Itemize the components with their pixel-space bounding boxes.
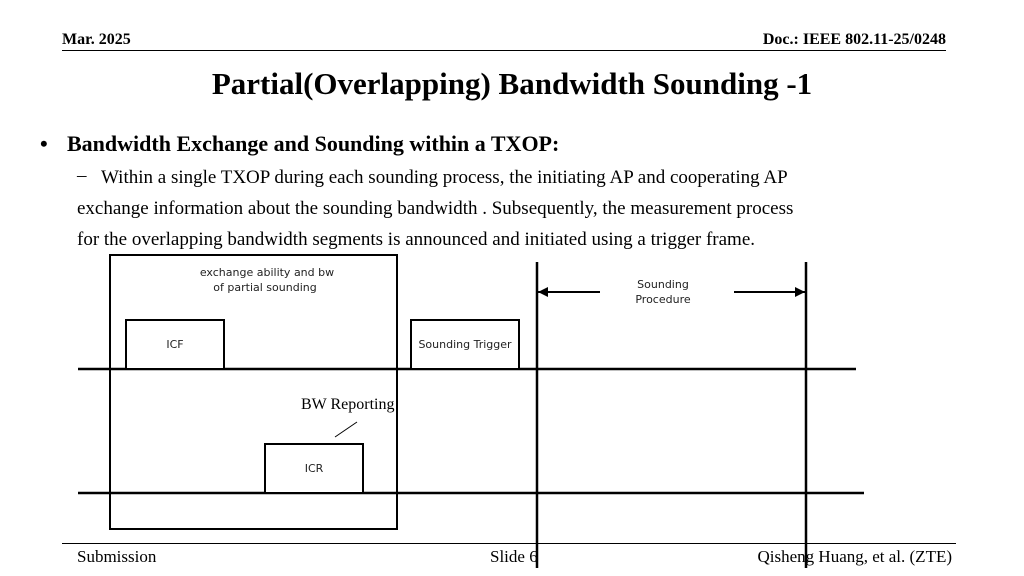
arrow-right-head: [795, 287, 805, 297]
sounding-trigger-frame: [410, 319, 520, 370]
exchange-label-1: exchange ability and bw: [200, 266, 334, 279]
exchange-label-2: of partial sounding: [213, 281, 316, 294]
footer-divider: [62, 543, 956, 544]
sub-bullet-line-1: Within a single TXOP during each soundin…: [101, 167, 788, 188]
icr-frame: [264, 443, 364, 494]
sounding-procedure-label-1: Sounding: [637, 278, 689, 291]
sub-bullet-dash: –: [77, 165, 87, 186]
header-date: Mar. 2025: [62, 31, 131, 48]
sub-bullet-line-3: for the overlapping bandwidth segments i…: [77, 229, 756, 250]
bullet-marker: •: [40, 131, 48, 156]
arrow-left-head: [538, 287, 548, 297]
bw-reporting-pointer: [334, 421, 358, 438]
txop-box: [109, 254, 398, 530]
header-divider: [62, 50, 946, 51]
slide-title: Partial(Overlapping) Bandwidth Sounding …: [211, 66, 813, 101]
footer-submission: Submission: [77, 547, 157, 566]
sounding-trigger-label: Sounding Trigger: [418, 338, 512, 351]
footer-slide-number: Slide 6: [490, 547, 538, 566]
icr-label: ICR: [305, 462, 324, 475]
icf-label: ICF: [166, 338, 183, 351]
bw-reporting-label: BW Reporting: [301, 396, 395, 413]
header-doc-id: Doc.: IEEE 802.11-25/0248: [762, 31, 946, 48]
bullet-heading: Bandwidth Exchange and Sounding within a…: [67, 131, 560, 156]
icf-frame: [125, 319, 225, 370]
sounding-procedure-label-2: Procedure: [635, 293, 691, 306]
footer-authors: Qisheng Huang, et al. (ZTE): [757, 547, 953, 566]
sub-bullet-line-2: exchange information about the sounding …: [77, 198, 794, 219]
